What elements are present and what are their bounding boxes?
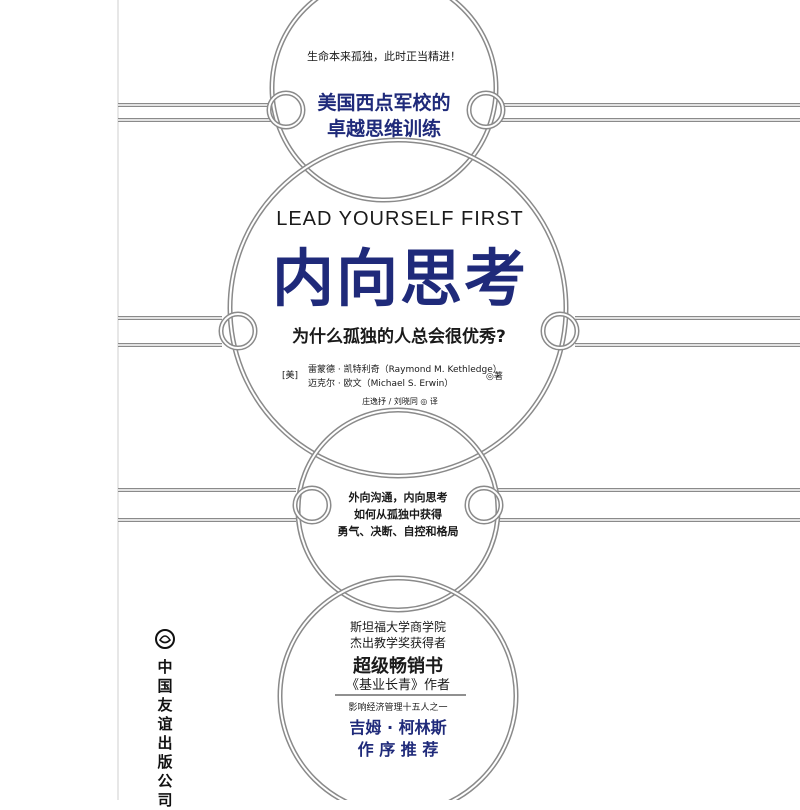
publisher-mark: 中 国 友 谊 出 版 公 司 bbox=[152, 628, 178, 810]
link-loops bbox=[218, 90, 580, 525]
bottom-blurb-line2: 杰出教学奖获得者 bbox=[349, 636, 446, 650]
author-2: 迈克尔 · 欧文（Michael S. Erwin） bbox=[308, 379, 454, 389]
ring-top bbox=[269, 0, 499, 203]
tagline: 为什么孤独的人总会很优秀? bbox=[292, 327, 506, 347]
author-country: [美] bbox=[282, 371, 299, 381]
honor-line: 影响经济管理十五人之一 bbox=[348, 703, 448, 713]
publisher-char: 司 bbox=[157, 791, 173, 809]
bottom-blurb-line1: 斯坦福大学商学院 bbox=[349, 620, 446, 634]
publisher-char: 版 bbox=[157, 753, 173, 771]
ring-bottom bbox=[277, 575, 519, 800]
subtitle-line2: 卓越思维训练 bbox=[326, 118, 441, 140]
publisher-char: 国 bbox=[157, 677, 173, 695]
book-title: 内向思考 bbox=[271, 242, 528, 315]
top-slogan: 生命本来孤独，此时正当精进！ bbox=[307, 50, 461, 63]
publisher-char: 友 bbox=[157, 696, 173, 714]
translators: 庄逸抒 / 刘晓同 ◎ 译 bbox=[362, 397, 438, 406]
recommend-label: 作 序 推 荐 bbox=[357, 740, 439, 759]
publisher-char: 公 bbox=[157, 772, 173, 790]
book-reference: 《基业长青》作者 bbox=[345, 678, 450, 693]
publisher-char: 中 bbox=[157, 658, 173, 676]
publisher-char: 谊 bbox=[157, 715, 173, 733]
mid-blurb-line3: 勇气、决断、自控和格局 bbox=[337, 525, 459, 538]
subtitle-line1: 美国西点军校的 bbox=[317, 92, 451, 114]
recommender-name: 吉姆 · 柯林斯 bbox=[349, 718, 447, 737]
ring-main bbox=[227, 137, 569, 479]
mid-blurb-line1: 外向沟通，内向思考 bbox=[348, 491, 448, 504]
english-title: LEAD YOURSELF FIRST bbox=[276, 208, 524, 230]
mid-blurb-line2: 如何从孤独中获得 bbox=[354, 508, 442, 521]
publisher-logo-icon bbox=[155, 629, 175, 649]
publisher-char: 出 bbox=[157, 734, 173, 752]
author-1: 雷蒙德 · 凯特利奇（Raymond M. Kethledge） bbox=[308, 365, 502, 375]
author-role: ◎著 bbox=[486, 372, 503, 382]
bestseller-headline: 超级畅销书 bbox=[353, 656, 443, 677]
